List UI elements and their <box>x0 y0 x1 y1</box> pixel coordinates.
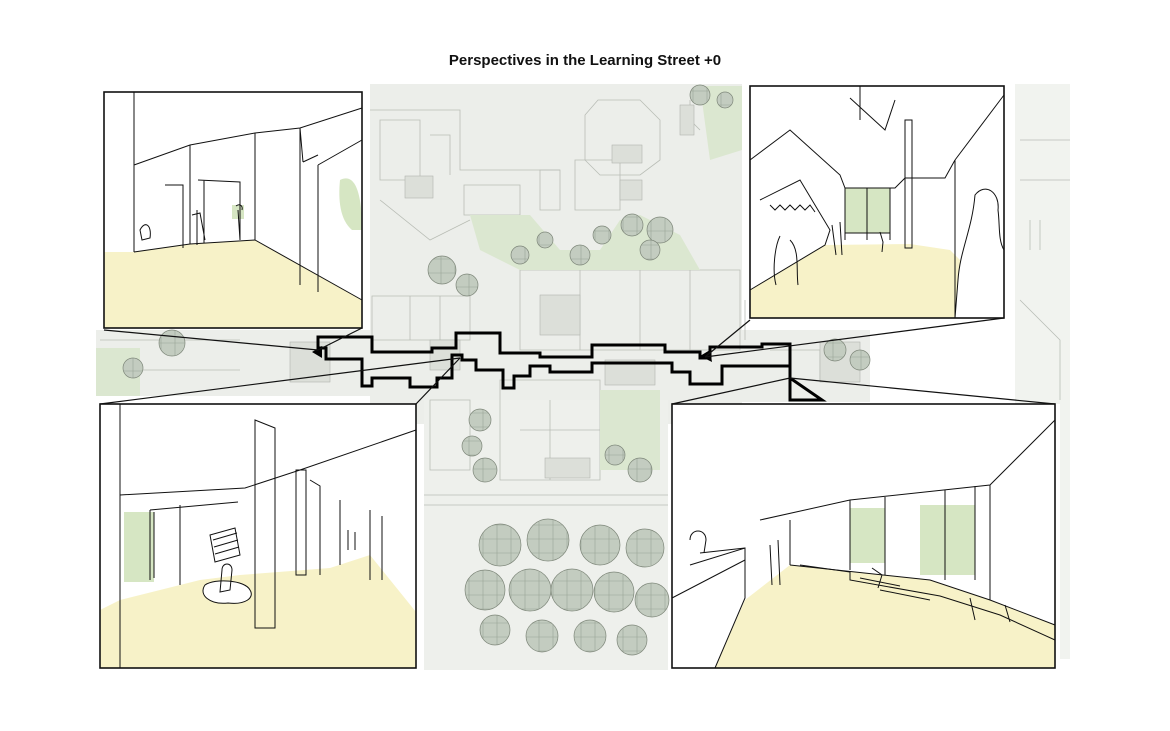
perspective-bottom-left <box>99 403 417 669</box>
connector-lines <box>99 317 1056 405</box>
perspective-top-left <box>103 91 363 329</box>
page-title: Perspectives in the Learning Street +0 <box>448 52 722 69</box>
perspective-bottom-right <box>671 403 1056 669</box>
site-plan <box>96 84 1070 670</box>
learning-street-route <box>316 331 827 402</box>
perspective-top-right <box>749 85 1005 319</box>
